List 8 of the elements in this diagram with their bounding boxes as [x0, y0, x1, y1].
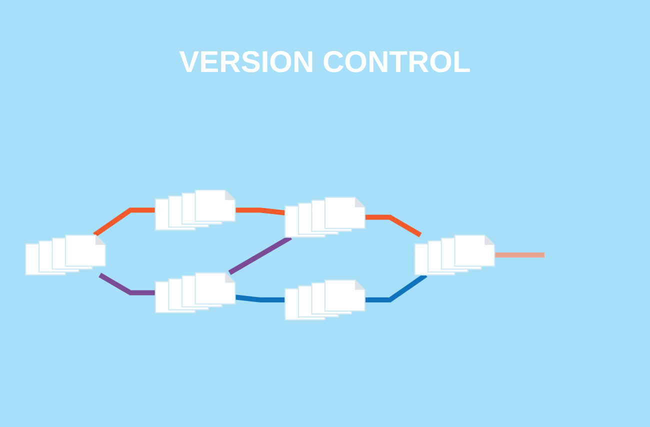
connector	[234, 294, 286, 302]
connector	[93, 208, 156, 238]
connector	[494, 252, 544, 258]
title: VERSION CONTROL	[179, 46, 471, 80]
connector	[364, 214, 422, 238]
connector	[98, 272, 156, 296]
connector	[228, 235, 292, 275]
connector	[235, 208, 286, 216]
